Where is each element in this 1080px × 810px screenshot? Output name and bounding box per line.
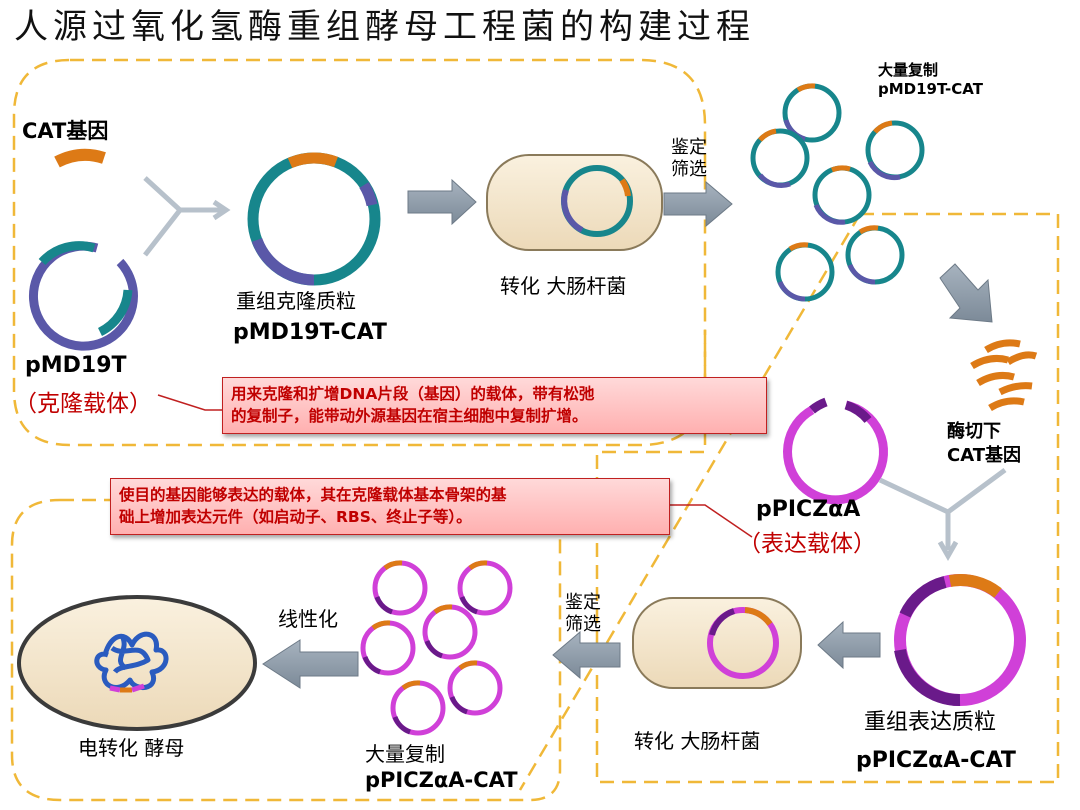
expression-vector-note-line1: 使目的基因能够表达的载体，其在克隆载体基本骨架的基 <box>119 486 507 504</box>
transform-ecoli-label-1: 转化 大肠杆菌 <box>500 274 627 298</box>
arrow-4 <box>817 620 881 670</box>
amplify-label-1a: 大量复制 <box>878 61 939 79</box>
cloning-vector-note-line2: 的复制子，能带动外源基因在宿主细胞中复制扩增。 <box>231 407 588 426</box>
yeast-cell <box>17 595 257 731</box>
pmd19t-cat-label: pMD19T-CAT <box>233 320 387 345</box>
transform-ecoli-label-2: 转化 大肠杆菌 <box>634 729 761 753</box>
screen-label-1b: 筛选 <box>671 159 707 180</box>
callout-lines <box>157 394 753 538</box>
arrow-3-diagonal <box>939 263 993 323</box>
cloning-vector-note: 用来克隆和扩增DNA片段（基因）的载体，带有松弛 的复制子，能带动外源基因在宿主… <box>222 377 767 434</box>
arrow-2 <box>663 180 733 228</box>
pmd19t-plasmid <box>28 241 138 351</box>
cat-fragments <box>970 339 1038 412</box>
screen-label-2b: 筛选 <box>565 614 601 635</box>
join-lines <box>143 176 231 257</box>
pmd19t-label: pMD19T <box>25 353 127 378</box>
amplified-plasmids-1 <box>750 83 925 302</box>
expression-vector-note: 使目的基因能够表达的载体，其在克隆载体基本骨架的基 础上增加表达元件（如启动子、… <box>110 478 670 535</box>
ecoli-cell-2 <box>632 597 802 689</box>
ppiczaa-cat-label: pPICZαA-CAT <box>856 748 1016 773</box>
cloning-vector-label: （克隆载体） <box>14 391 152 417</box>
amplified-plasmids-2 <box>360 560 513 736</box>
region-cloning <box>12 58 707 447</box>
arrow-5 <box>552 630 621 680</box>
cat-gene-fragment <box>54 148 106 168</box>
page-title: 人源过氧化氢酶重组酵母工程菌的构建过程 <box>14 7 755 47</box>
region-expression <box>518 212 1060 791</box>
recombinant-cloning-plasmid-label: 重组克隆质粒 <box>236 289 356 313</box>
arrow-1 <box>407 178 477 226</box>
recombinant-expression-plasmid-label: 重组表达质粒 <box>864 710 997 735</box>
screen-label-2a: 鉴定 <box>565 592 601 613</box>
electro-yeast-label: 电转化 酵母 <box>78 736 185 760</box>
expression-vector-label: （表达载体） <box>738 531 876 557</box>
pmd19t-cat-plasmid <box>247 152 381 286</box>
cat-gene-label: CAT基因 <box>22 119 109 143</box>
cloning-vector-note-line1: 用来克隆和扩增DNA片段（基因）的载体，带有松弛 <box>231 385 595 403</box>
expression-vector-note-line2: 础上增加表达元件（如启动子、RBS、终止子等）。 <box>119 508 472 527</box>
linearize-label: 线性化 <box>278 607 338 631</box>
digest-label-a: 酶切下 <box>947 421 1001 442</box>
ppiczaa-label: pPICZαA <box>756 497 861 522</box>
region-yeast <box>10 498 562 802</box>
arrow-6 <box>262 639 359 689</box>
amplify-label-1b: pMD19T-CAT <box>878 80 983 98</box>
join-lines-2 <box>878 467 1007 562</box>
digest-label-b: CAT基因 <box>947 445 1022 466</box>
ppiczaa-cat-plasmid <box>894 574 1026 707</box>
amplify-label-2b: pPICZαA-CAT <box>365 768 518 792</box>
ppiczaa-plasmid <box>783 397 888 505</box>
ecoli-cell-1 <box>486 154 663 251</box>
screen-label-1a: 鉴定 <box>671 137 707 158</box>
amplify-label-2a: 大量复制 <box>365 742 445 766</box>
